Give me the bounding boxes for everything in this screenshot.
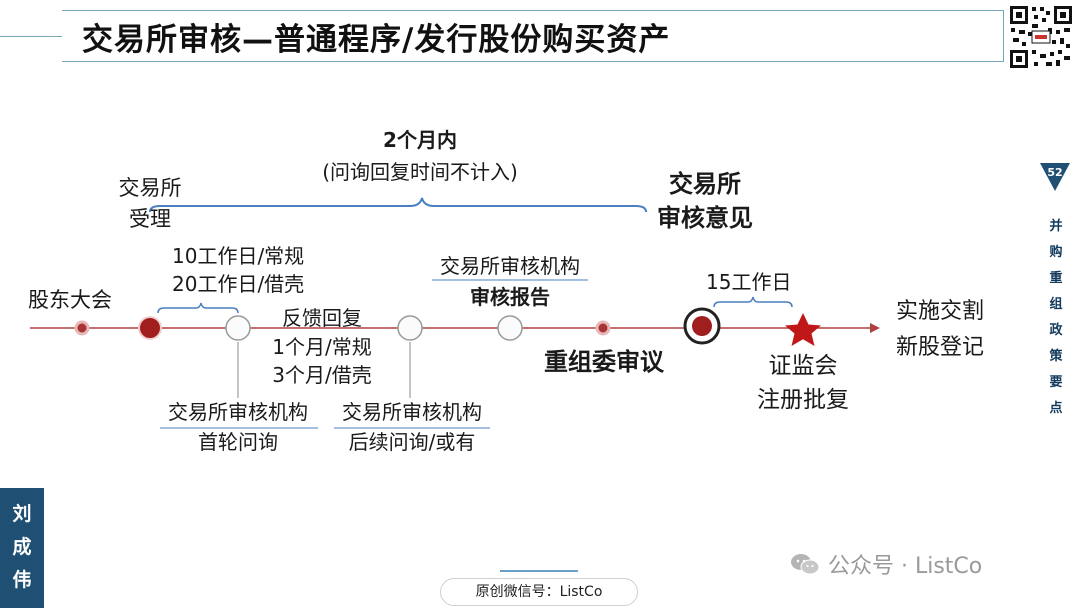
- title-frame: [62, 10, 1004, 62]
- label-first-inquiry-1: 交易所审核机构: [168, 400, 308, 424]
- author-char: 成: [12, 536, 32, 558]
- label-feedback-backdoor: 3个月/借壳: [272, 363, 372, 387]
- title-left-rule: [0, 36, 62, 37]
- label-exchange-accept-1: 交易所: [118, 176, 182, 200]
- timeline-arrowhead: [870, 323, 880, 333]
- node-review-report: [497, 315, 523, 341]
- node-follow-inquiry: [397, 315, 423, 341]
- wechat-icon: [791, 554, 820, 575]
- star-csrc-icon: [785, 313, 821, 346]
- qr-code-icon: [1008, 4, 1074, 70]
- label-review-report-2: 审核报告: [470, 285, 550, 309]
- label-feedback: 反馈回复: [282, 306, 362, 330]
- label-workdays-backdoor: 20工作日/借壳: [172, 272, 305, 296]
- sidebar-right-char: 要: [1049, 375, 1063, 390]
- label-follow-inquiry-2: 后续问询/或有: [348, 430, 476, 454]
- sidebar-left-author: 刘 成 伟: [0, 488, 44, 608]
- page-number-badge: [1040, 163, 1070, 191]
- node-first-inquiry: [225, 315, 251, 341]
- sidebar-right-char: 购: [1049, 245, 1063, 260]
- label-implementation-1: 实施交割: [895, 299, 984, 324]
- watermark: 公众号 · ListCo: [790, 548, 982, 580]
- label-inquiry-excluded: (问询回复时间不计入): [322, 160, 518, 184]
- node-accept: [138, 316, 162, 340]
- sidebar-right-char: 重: [1049, 271, 1063, 286]
- sidebar-right-char: 组: [1049, 297, 1063, 312]
- page-title: 交易所审核—普通程序/发行股份购买资产: [82, 22, 671, 58]
- label-exchange-accept-2: 受理: [129, 207, 171, 231]
- label-shareholders-meeting: 股东大会: [28, 288, 112, 312]
- label-review-report-1: 交易所审核机构: [440, 254, 580, 278]
- label-two-months: 2个月内: [383, 128, 457, 152]
- node-opinion-inner: [692, 316, 712, 336]
- page-number: 52: [1047, 166, 1063, 179]
- bracket-workdays-b: [713, 296, 793, 308]
- label-implementation-2: 新股登记: [895, 335, 984, 360]
- sidebar-right-char: 点: [1049, 401, 1063, 416]
- label-committee: 重组委审议: [544, 348, 664, 376]
- node-shareholders: [74, 320, 90, 336]
- node-committee: [595, 320, 611, 336]
- footer-wechat-id: 原创微信号：ListCo: [440, 578, 638, 606]
- label-exchange-opinion-2: 审核意见: [657, 204, 753, 232]
- sidebar-right-char: 政: [1049, 323, 1063, 338]
- sidebar-right-char: 策: [1049, 349, 1063, 364]
- label-first-inquiry-2: 首轮问询: [198, 430, 278, 454]
- label-csrc-1: 证监会: [768, 353, 838, 379]
- label-workdays-normal: 10工作日/常规: [172, 244, 305, 268]
- bracket-workdays-a: [157, 302, 239, 314]
- label-csrc-2: 注册批复: [757, 387, 849, 413]
- watermark-text: 公众号 · ListCo: [828, 554, 983, 579]
- author-char: 伟: [12, 569, 32, 591]
- label-follow-inquiry-1: 交易所审核机构: [342, 400, 482, 424]
- sidebar-right-char: 并: [1049, 219, 1063, 234]
- author-char: 刘: [12, 503, 32, 525]
- label-exchange-opinion-1: 交易所: [669, 170, 741, 198]
- footer-accent-bar: [500, 570, 578, 572]
- bracket-two-months: [149, 197, 647, 213]
- label-feedback-normal: 1个月/常规: [272, 335, 372, 359]
- label-15-workdays: 15工作日: [706, 270, 792, 294]
- sidebar-right: 并 购 重 组 政 策 要 点: [1046, 214, 1066, 422]
